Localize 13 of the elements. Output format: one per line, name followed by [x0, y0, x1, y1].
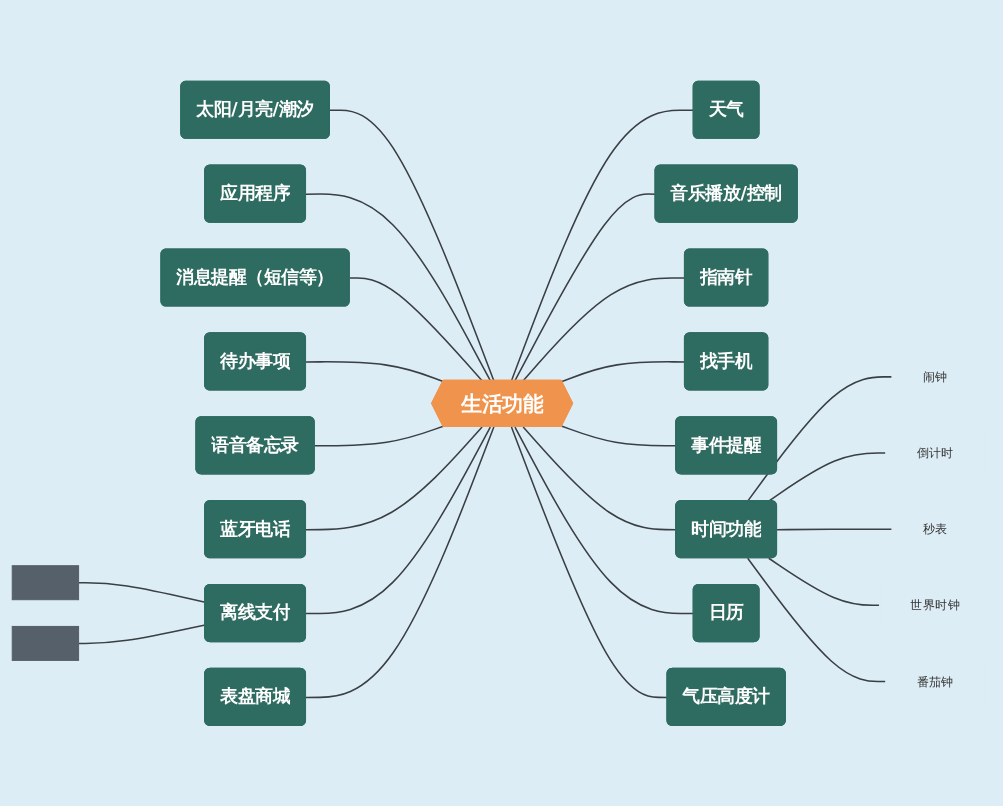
connector [305, 425, 495, 698]
node-bar [11, 625, 80, 661]
node-text: 世界时钟 [910, 597, 960, 613]
connector [305, 425, 492, 614]
connector [305, 425, 483, 531]
node-bar [11, 564, 80, 600]
node-text: 闹钟 [922, 369, 948, 384]
node-text: 秒表 [922, 521, 948, 537]
connector [314, 425, 444, 447]
connector [305, 192, 492, 382]
node-text: 番茄钟 [916, 673, 954, 689]
node-text: 倒计时 [916, 445, 954, 460]
connector [305, 360, 444, 382]
